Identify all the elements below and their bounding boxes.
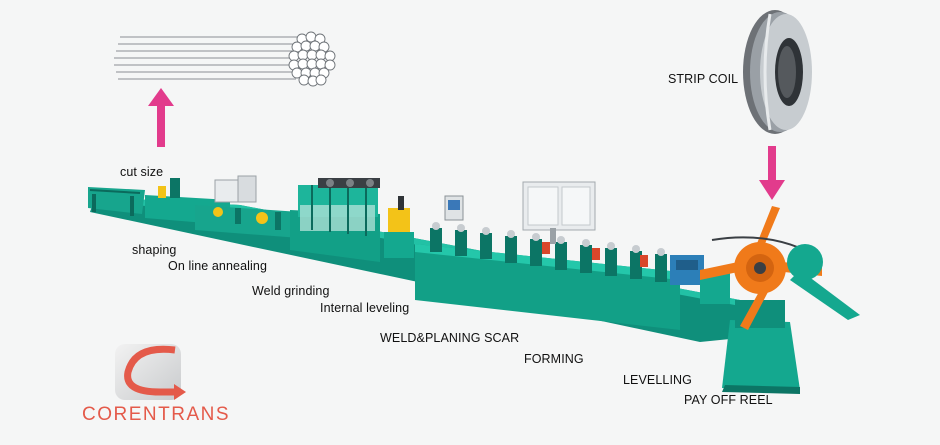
label-cut-size: cut size: [120, 165, 164, 179]
brand-name: CORENTRANS: [82, 404, 231, 425]
label-forming: FORMING: [524, 352, 584, 366]
tube-bundle-icon: [114, 31, 336, 87]
label-weld-grinding: Weld grinding: [252, 284, 330, 298]
label-strip-coil: STRIP COIL: [668, 72, 739, 86]
label-annealing: On line annealing: [168, 259, 267, 273]
label-levelling: LEVELLING: [623, 373, 692, 387]
label-pay-off-reel: PAY OFF REEL: [684, 393, 773, 407]
arrow-down-icon: [759, 146, 785, 200]
strip-coil-icon: [743, 10, 812, 134]
label-weld-planing-scar: WELD&PLANING SCAR: [380, 331, 520, 345]
production-line-machine: [88, 175, 860, 394]
arrow-up-icon: [148, 88, 174, 147]
label-internal-leveling: Internal leveling: [320, 301, 410, 315]
label-shaping: shaping: [132, 243, 177, 257]
corentrans-logo-icon: [115, 344, 186, 400]
